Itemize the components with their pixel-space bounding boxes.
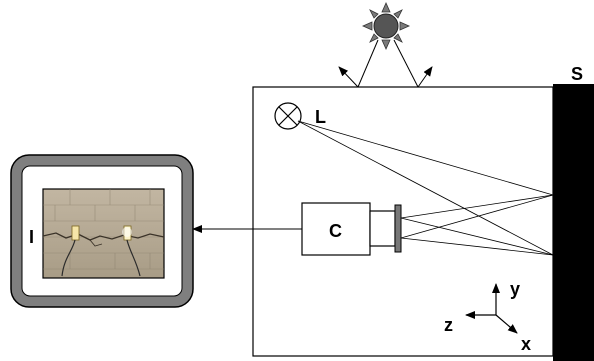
axis-z-label: z	[444, 315, 453, 335]
camera-lens-barrel	[369, 210, 396, 247]
lamp-label: L	[315, 107, 326, 127]
camera-label: C	[329, 221, 342, 241]
camera-lens-front	[394, 204, 402, 253]
crack-line	[42, 232, 165, 241]
surface-label: S	[571, 64, 583, 84]
axis-y-label: y	[510, 279, 520, 299]
setup-enclosure	[252, 86, 554, 357]
axis-x-label: x	[521, 334, 531, 354]
image-label: I	[29, 227, 34, 247]
camera-body	[301, 202, 371, 256]
coordinate-axes	[465, 283, 518, 334]
illumination-lines	[297, 120, 554, 256]
surface-slab	[553, 84, 594, 361]
sensor-left	[71, 225, 80, 241]
camera-view-lines	[400, 194, 554, 256]
sun-icon	[362, 2, 410, 50]
lamp-cross-icon	[274, 102, 302, 130]
captured-image	[42, 188, 165, 279]
sun-rays	[338, 39, 433, 88]
